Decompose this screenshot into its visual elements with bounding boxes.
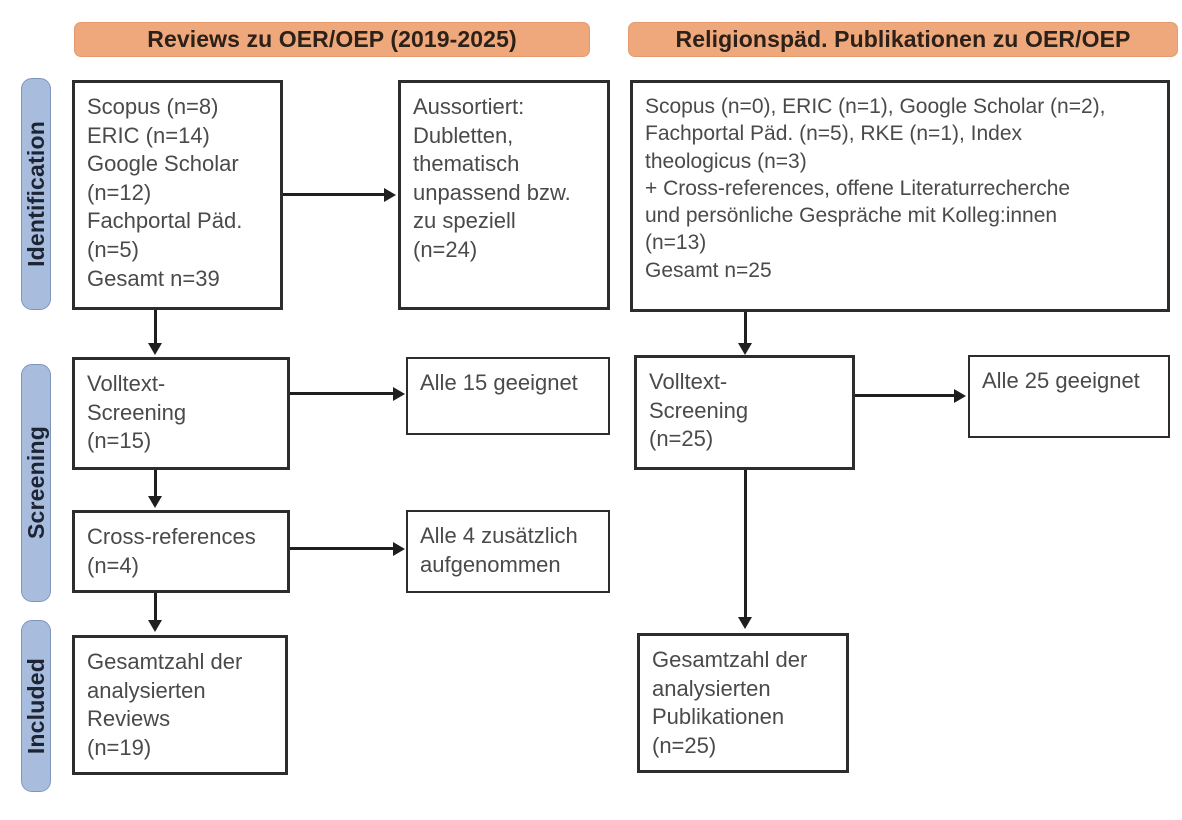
connector-left-fulltext-to-crossrefs (154, 470, 157, 498)
stage-label-identification: Identification (22, 121, 49, 267)
connector-left-fulltext-to-result (290, 392, 394, 395)
node-left-sources: Scopus (n=8) ERIC (n=14) Google Scholar … (72, 80, 283, 310)
node-left-included-total: Gesamtzahl der analysierten Reviews (n=1… (72, 635, 288, 775)
connector-left-sources-to-fulltext (154, 310, 157, 345)
connector-right-fulltext-to-result (855, 394, 955, 397)
arrowhead-right-sources-to-fulltext (738, 343, 752, 355)
arrowhead-right-fulltext-to-result (954, 389, 966, 403)
arrowhead-left-crossrefs-to-result (393, 542, 405, 556)
node-left-crossreferences-result: Alle 4 zusätzlich aufgenommen (406, 510, 610, 593)
stage-pill-identification: Identification (21, 78, 51, 310)
connector-right-sources-to-fulltext (744, 312, 747, 345)
arrowhead-left-fulltext-to-crossrefs (148, 496, 162, 508)
stage-pill-included: Included (21, 620, 51, 792)
node-right-fulltext-result: Alle 25 geeignet (968, 355, 1170, 438)
connector-left-sources-to-excluded (283, 193, 384, 196)
stage-label-included: Included (22, 657, 49, 755)
connector-left-crossrefs-to-result (290, 547, 394, 550)
node-right-sources: Scopus (n=0), ERIC (n=1), Google Scholar… (630, 80, 1170, 312)
node-left-fulltext-screening: Volltext- Screening (n=15) (72, 357, 290, 470)
arrowhead-right-fulltext-to-included (738, 617, 752, 629)
column-header-publications: Religionspäd. Publikationen zu OER/OEP (628, 22, 1178, 57)
node-right-fulltext-screening: Volltext- Screening (n=25) (634, 355, 855, 470)
node-right-included-total: Gesamtzahl der analysierten Publikatione… (637, 633, 849, 773)
connector-left-crossrefs-to-included (154, 593, 157, 621)
node-left-crossreferences: Cross-references (n=4) (72, 510, 290, 593)
stage-label-screening: Screening (22, 426, 49, 540)
arrowhead-left-fulltext-to-result (393, 387, 405, 401)
connector-right-fulltext-to-included (744, 470, 747, 618)
arrowhead-left-sources-to-fulltext (148, 343, 162, 355)
column-header-reviews: Reviews zu OER/OEP (2019-2025) (74, 22, 590, 57)
stage-pill-screening: Screening (21, 364, 51, 602)
node-left-fulltext-result: Alle 15 geeignet (406, 357, 610, 435)
arrowhead-left-crossrefs-to-included (148, 620, 162, 632)
node-left-excluded: Aussortiert: Dubletten, thematisch unpas… (398, 80, 610, 310)
arrowhead-left-sources-to-excluded (384, 188, 396, 202)
